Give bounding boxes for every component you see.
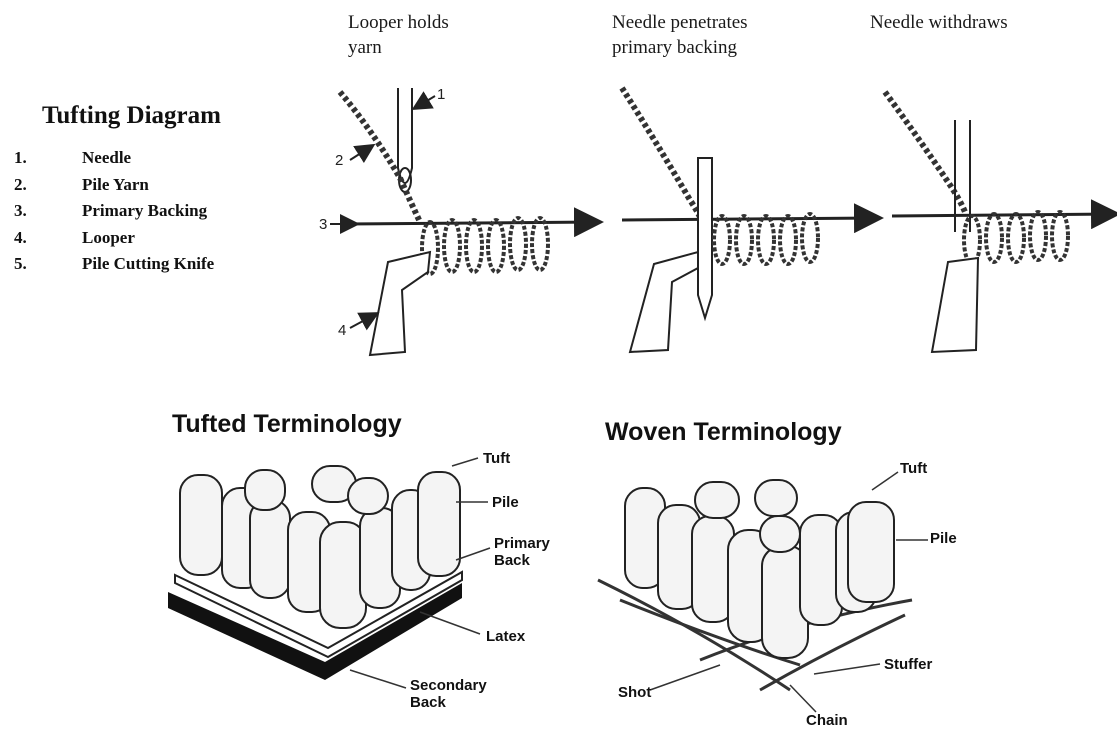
woven-label-shot: Shot (618, 684, 651, 701)
woven-label-tuft: Tuft (900, 460, 927, 477)
woven-label-chain: Chain (806, 712, 848, 729)
woven-label-stuffer: Stuffer (884, 656, 932, 673)
woven-label-pile: Pile (930, 530, 957, 547)
